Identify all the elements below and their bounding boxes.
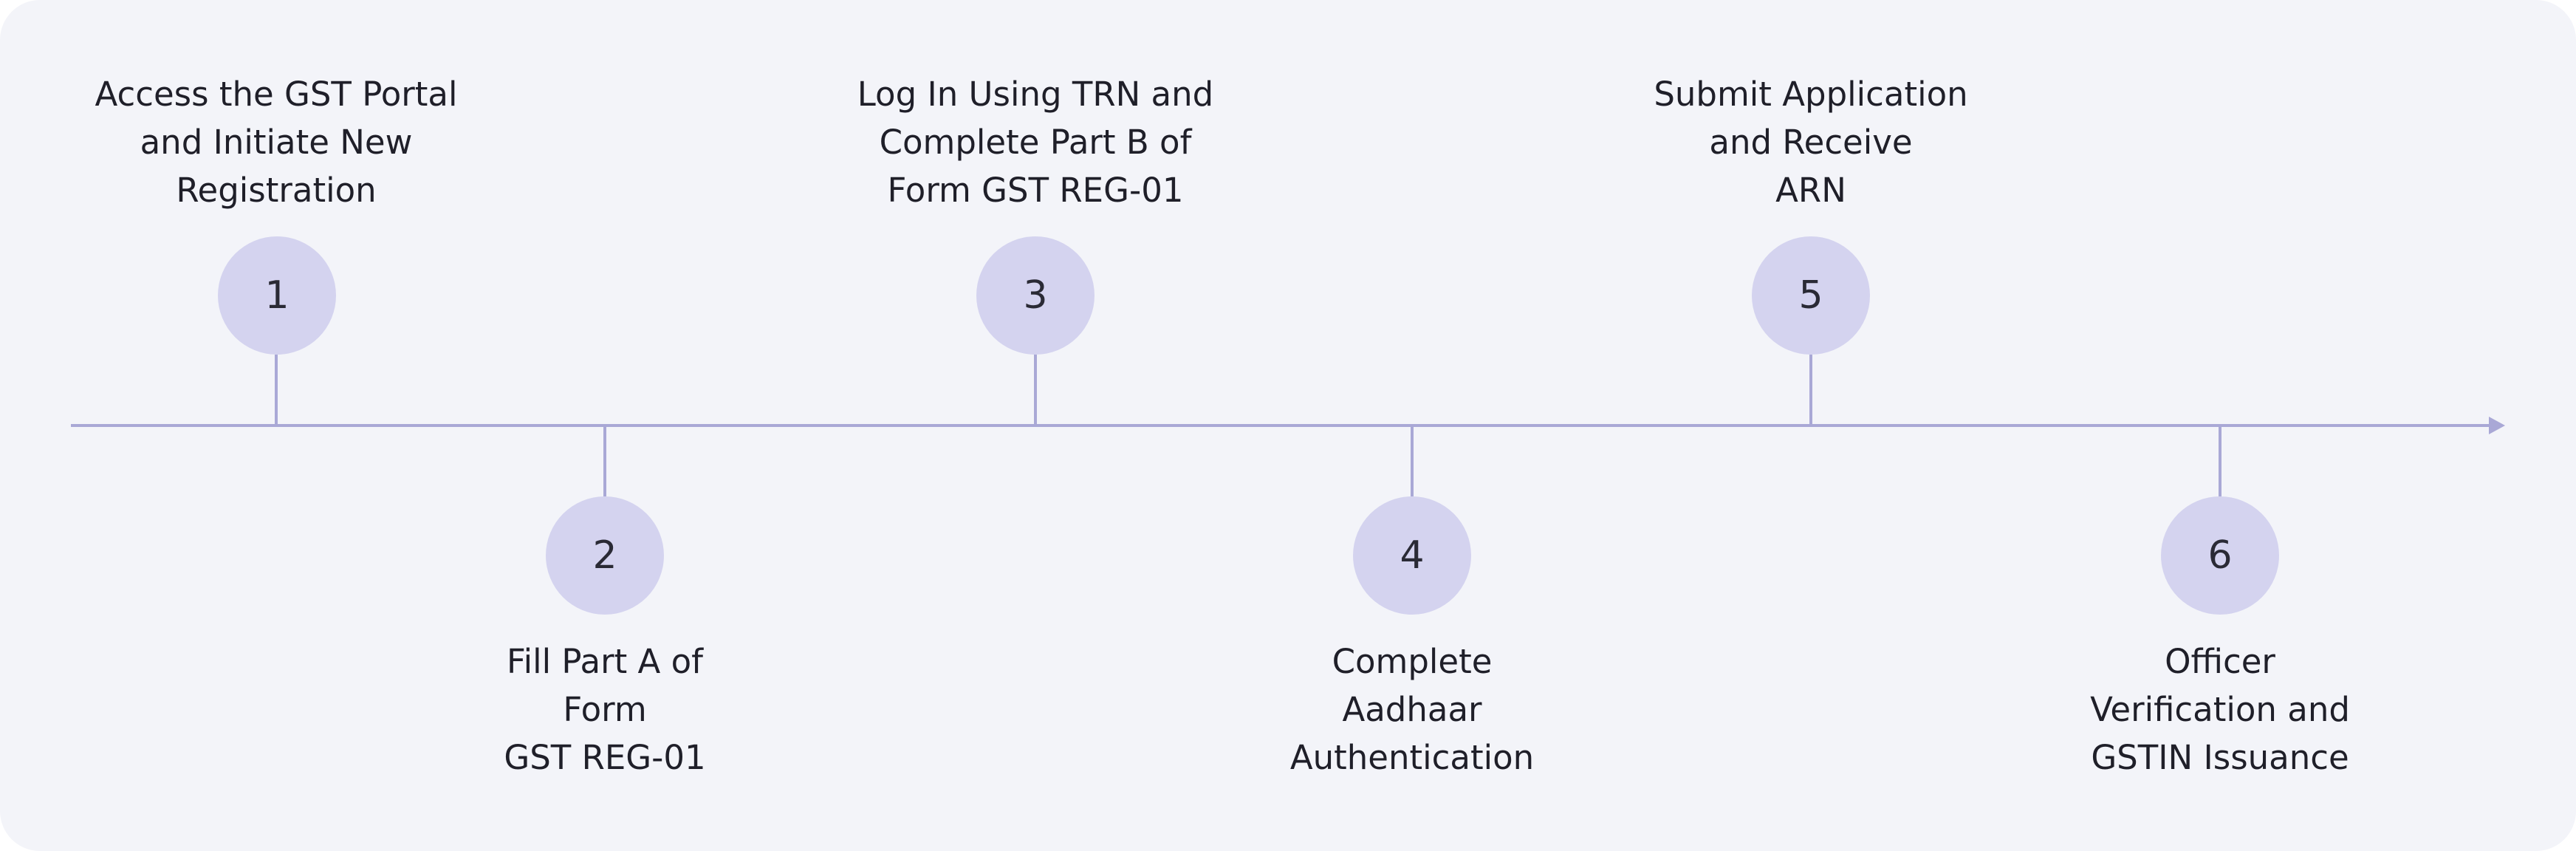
- step-2-line-2: Form: [563, 690, 647, 729]
- step-2-number: 2: [546, 496, 664, 615]
- step-3-line-2: Complete Part B of: [879, 123, 1192, 162]
- step-5-line-2: and Receive: [1709, 123, 1913, 162]
- step-4-number: 4: [1353, 496, 1471, 615]
- step-4-line-2: Aadhaar: [1342, 690, 1482, 729]
- step-5-label: Submit Application and Receive ARN: [1582, 70, 2040, 214]
- step-5-line-3: ARN: [1775, 171, 1846, 210]
- step-3-line-1: Log In Using TRN and: [857, 75, 1214, 114]
- step-5-number: 5: [1752, 236, 1870, 355]
- step-2-label: Fill Part A of Form GST REG-01: [376, 638, 834, 782]
- step-4-line-3: Authentication: [1289, 738, 1535, 777]
- step-2-line-1: Fill Part A of: [506, 642, 704, 681]
- step-1-label: Access the GST Portal and Initiate New R…: [47, 70, 505, 214]
- step-4-label: Complete Aadhaar Authentication: [1183, 638, 1641, 782]
- step-6-line-1: Officer: [2165, 642, 2275, 681]
- step-5-line-1: Submit Application: [1654, 75, 1968, 114]
- step-6-line-2: Verification and: [2090, 690, 2350, 729]
- timeline-arrowhead: [2489, 417, 2505, 434]
- step-3-label: Log In Using TRN and Complete Part B of …: [806, 70, 1264, 214]
- step-6-number: 6: [2161, 496, 2279, 615]
- step-6-line-3: GSTIN Issuance: [2091, 738, 2349, 777]
- step-1-line-2: and Initiate New: [140, 123, 413, 162]
- step-1-line-1: Access the GST Portal: [95, 75, 458, 114]
- step-1-line-3: Registration: [176, 171, 377, 210]
- step-3-number: 3: [976, 236, 1095, 355]
- step-4-line-1: Complete: [1332, 642, 1493, 681]
- step-6-label: Officer Verification and GSTIN Issuance: [1991, 638, 2449, 782]
- step-3-line-3: Form GST REG-01: [887, 171, 1184, 210]
- step-1-number: 1: [218, 236, 336, 355]
- step-2-line-3: GST REG-01: [504, 738, 706, 777]
